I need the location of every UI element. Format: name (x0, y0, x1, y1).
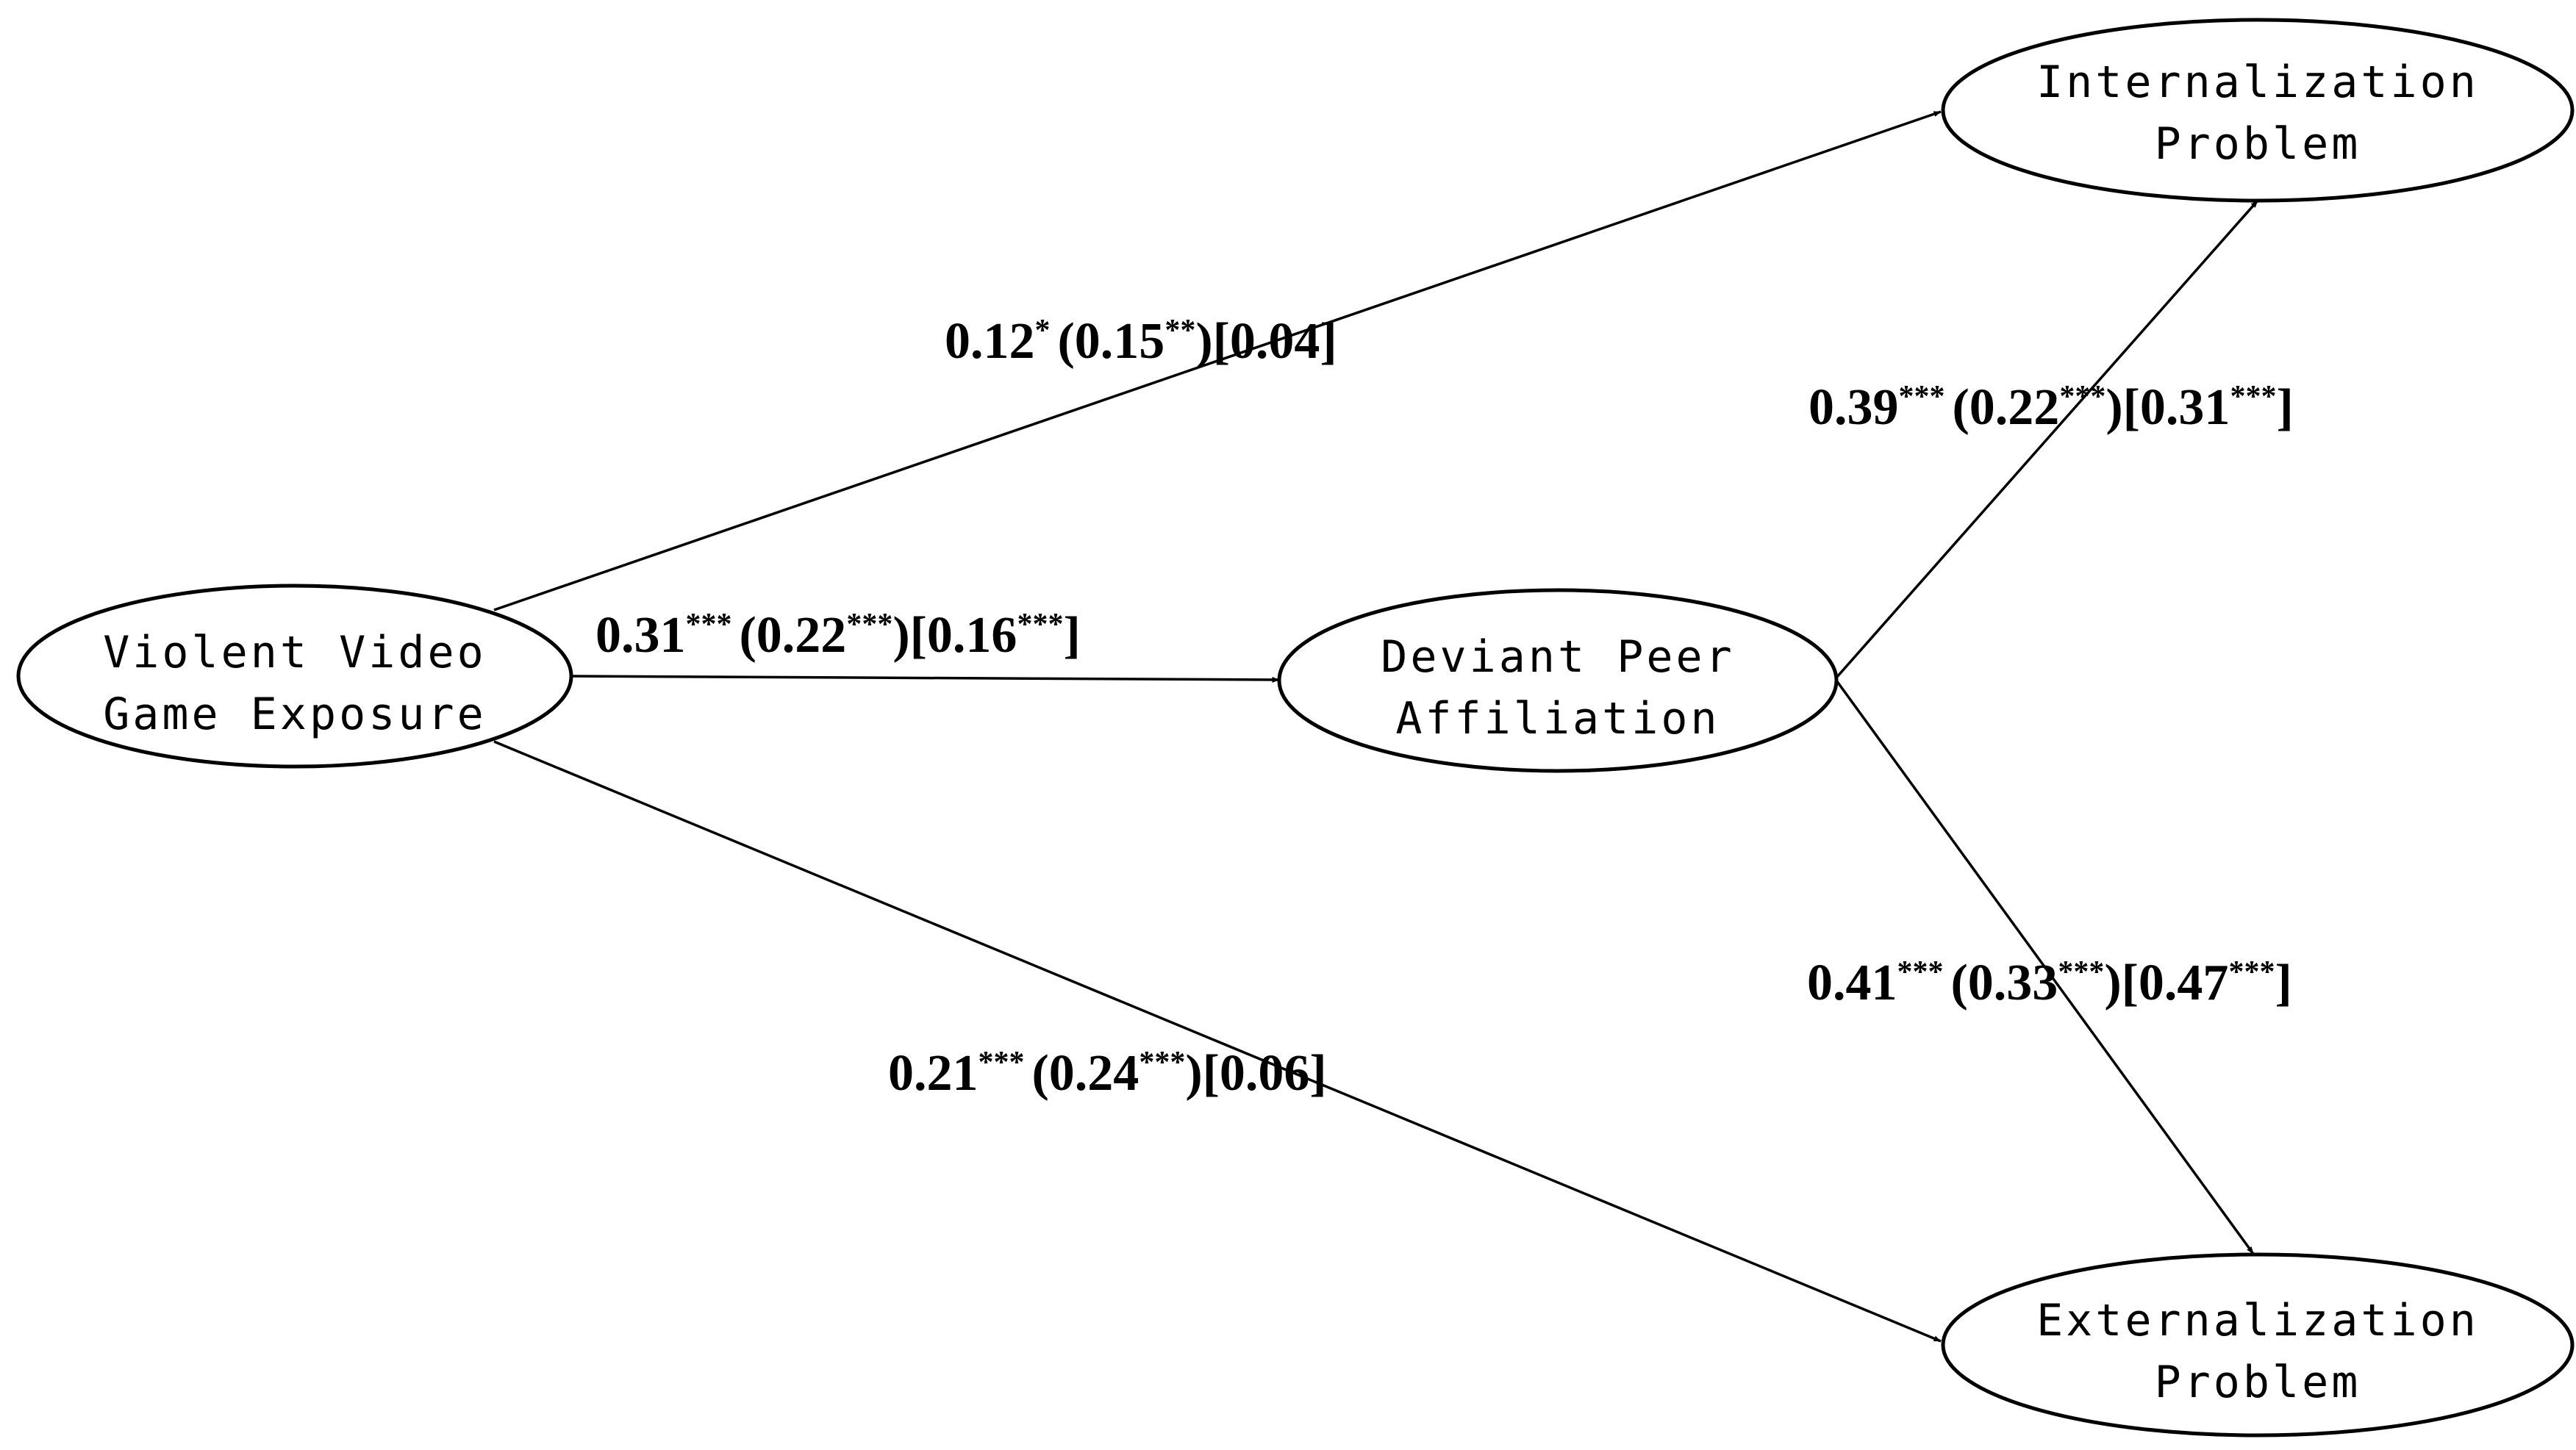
coef-value: (0.22 (740, 607, 847, 664)
coef-value: (0.15 (1058, 313, 1165, 370)
significance-stars: *** (1897, 955, 1944, 989)
coef-value: )[0.31 (2105, 379, 2230, 436)
coef-value: (0.24 (1032, 1045, 1139, 1102)
node-label-line: Violent Video (103, 627, 487, 678)
node-deviant-peer-affiliation: Deviant Peer Affiliation (1277, 588, 1839, 773)
node-label-line: Game Exposure (103, 689, 487, 740)
significance-stars: *** (2058, 955, 2104, 989)
coef-value: (0.22 (1953, 379, 2060, 436)
coef-value: 0.21 (888, 1045, 978, 1102)
significance-stars: *** (846, 608, 892, 642)
node-label-line: Externalization (2036, 1295, 2479, 1346)
significance-stars: *** (2059, 380, 2105, 414)
significance-stars: *** (1899, 380, 1945, 414)
coef-value: (0.33 (1951, 955, 2058, 1011)
coef-value: ] (2276, 379, 2293, 436)
coef-value: )[0.16 (892, 607, 1017, 664)
node-label-line: Problem (2155, 118, 2361, 170)
arrow-violent-to-internalization (493, 110, 1942, 611)
coef-value: 0.12 (945, 313, 1035, 370)
coef-label-deviant-internalization: 0.39***(0.22***)[0.31***] (1808, 379, 2294, 436)
arrow-violent-to-externalization (493, 740, 1942, 1343)
node-ellipse (1941, 1252, 2575, 1438)
coef-value: 0.39 (1808, 379, 1899, 436)
significance-stars: *** (2228, 955, 2275, 989)
node-label-line: Internalization (2036, 57, 2479, 108)
node-label-line: Affiliation (1395, 693, 1720, 744)
arrow-violent-to-deviant (570, 675, 1280, 683)
coef-value: )[0.47 (2104, 955, 2228, 1011)
node-label-line: Deviant Peer (1381, 631, 1734, 683)
arrow-deviant-to-internalization (1835, 199, 2259, 679)
coef-value: 0.31 (595, 607, 686, 664)
coef-label-violent-externalization: 0.21***(0.24***)[0.06] (888, 1045, 1327, 1102)
significance-stars: * (1035, 314, 1051, 348)
coef-label-violent-internalization: 0.12*(0.15**)[0.04] (945, 313, 1337, 370)
significance-stars: *** (2230, 380, 2276, 414)
significance-stars: *** (1017, 608, 1063, 642)
coef-value: ] (1063, 607, 1080, 664)
significance-stars: ** (1164, 314, 1195, 348)
node-externalization-problem: Externalization Problem (1941, 1252, 2575, 1438)
coef-label-violent-deviant: 0.31***(0.22***)[0.16***] (595, 607, 1081, 664)
node-violent-video-game-exposure: Violent Video Game Exposure (16, 584, 573, 769)
coef-value: )[0.06] (1185, 1045, 1326, 1102)
coef-value: )[0.04] (1195, 313, 1337, 370)
node-ellipse (1941, 18, 2575, 203)
edges (493, 110, 2259, 1343)
coef-label-deviant-externalization: 0.41***(0.33***)[0.47***] (1807, 955, 2292, 1011)
node-ellipse (1277, 588, 1839, 773)
node-internalization-problem: Internalization Problem (1941, 18, 2575, 203)
significance-stars: *** (1139, 1046, 1185, 1080)
significance-stars: *** (978, 1046, 1025, 1080)
node-ellipse (16, 584, 573, 769)
coef-value: 0.41 (1807, 955, 1897, 1011)
coef-value: ] (2275, 955, 2291, 1011)
significance-stars: *** (686, 608, 732, 642)
node-label-line: Problem (2155, 1357, 2361, 1408)
arrow-deviant-to-externalization (1835, 679, 2255, 1255)
